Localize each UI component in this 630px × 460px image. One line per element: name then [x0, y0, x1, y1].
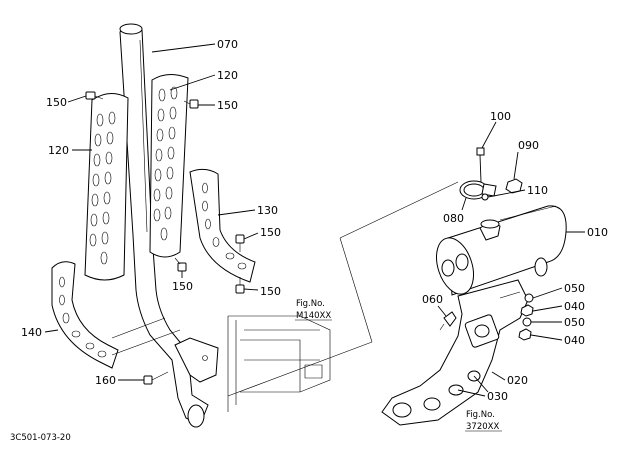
label-010: 010 [587, 226, 608, 239]
label-020: 020 [507, 374, 528, 387]
label-110: 110 [527, 184, 548, 197]
heat-shield-left-120 [84, 93, 129, 281]
label-050-b: 050 [564, 316, 585, 329]
label-120-left: 120 [48, 144, 69, 157]
exhaust-manifold-020 [381, 279, 529, 426]
guide-lines [111, 181, 459, 397]
label-150-b: 150 [217, 99, 238, 112]
fig-ref-m140xx-title: Fig.No. [296, 299, 325, 309]
label-070: 070 [217, 38, 238, 51]
label-080: 080 [443, 212, 464, 225]
label-130: 130 [257, 204, 278, 217]
drawing-code: 3C501-073-20 [10, 433, 71, 443]
label-140: 140 [21, 326, 42, 339]
label-040-a: 040 [564, 300, 585, 313]
label-150-e: 150 [260, 285, 281, 298]
curved-shield-130 [189, 168, 256, 283]
label-030: 030 [487, 390, 508, 403]
nut-washer-icons [439, 293, 534, 341]
label-150-c: 150 [260, 226, 281, 239]
heat-shield-right-120 [149, 74, 189, 258]
tail-pipe-070 [119, 23, 209, 428]
label-160: 160 [95, 374, 116, 387]
pipe-bracket [174, 337, 219, 383]
label-060: 060 [422, 293, 443, 306]
clamp-080 [459, 147, 523, 201]
label-090: 090 [518, 139, 539, 152]
fig-ref-3720xx-title: Fig.No. [466, 410, 495, 420]
frame-reference-m140xx [227, 315, 331, 412]
label-050-a: 050 [564, 282, 585, 295]
fig-ref-m140xx-code: M140XX [296, 311, 331, 321]
label-150-a: 150 [46, 96, 67, 109]
leader-lines [44, 43, 585, 397]
lower-shield-140 [51, 261, 119, 369]
muffler-010 [436, 205, 567, 296]
fig-ref-3720xx-code: 3720XX [466, 422, 499, 432]
label-120-right: 120 [217, 69, 238, 82]
label-100: 100 [490, 110, 511, 123]
label-040-b: 040 [564, 334, 585, 347]
label-150-d: 150 [172, 280, 193, 293]
